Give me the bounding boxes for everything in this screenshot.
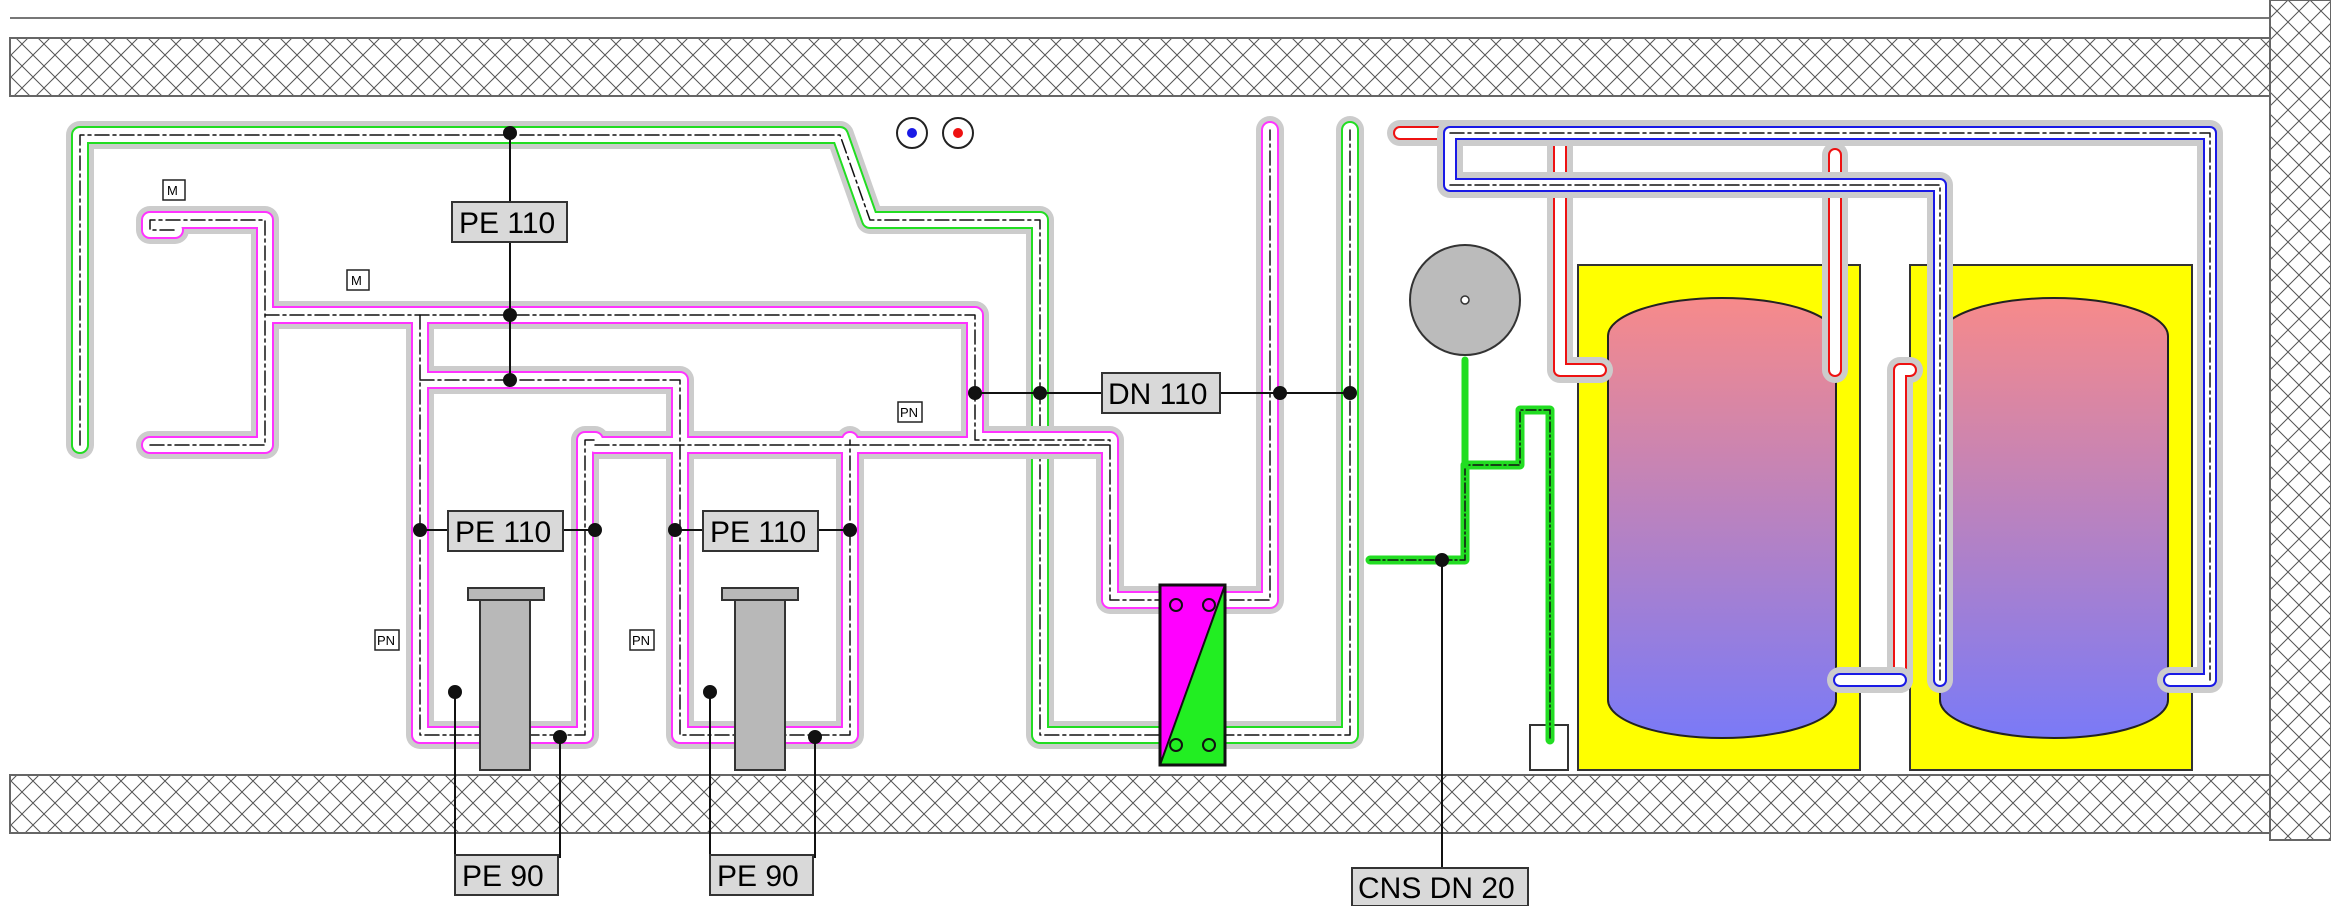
tank-left [1607,297,1837,739]
ground-loop-pipes [66,116,1555,749]
exchanger-frame [1158,583,1227,767]
floor-slab [9,774,2271,834]
cold-pipe-axis [1449,132,2211,681]
pump-right-body [734,599,786,771]
tank-right [1939,297,2169,739]
pressure-sensor-icon [374,629,400,651]
label-box-dn110 [1101,372,1221,414]
motor-tag-1: M [167,183,178,198]
right-wall [2269,0,2331,841]
label-pe110-left: PE 110 [455,516,551,549]
pump-left-body [479,599,531,771]
label-box-pe110-left [447,510,564,552]
pressure-sensor-icon [897,401,923,423]
label-dn110: DN 110 [1108,378,1208,411]
pipe-labels: PE 110 PE 110 PE 110 DN 110 PE 90 PE 90 … [447,201,1529,906]
storage-tanks [1529,264,2193,771]
leader-lines [413,126,1449,870]
pressure-sensor-icon [629,629,655,651]
label-box-pe90-left [454,854,559,896]
ground-pipe-axis [79,129,1351,736]
pipe-end-symbols [896,117,974,149]
label-box-pe110-mid [702,510,819,552]
pressure-tag-3: PN [632,633,650,648]
motor-tag-2: M [351,273,362,288]
cns-pipe-axis [1369,409,1551,741]
label-box-pe110-top [451,201,568,243]
plate-heat-exchanger [1158,583,1227,767]
ceiling-wall [9,37,2271,97]
pumps [467,587,799,771]
glycol-pipes [150,130,1270,735]
label-pe90-right: PE 90 [717,860,799,893]
label-box-pe90-right [709,854,814,896]
water-pipes [1387,120,2223,693]
label-cns-dn20: CNS DN 20 [1358,872,1515,905]
walls [9,0,2331,841]
label-pe110-top: PE 110 [459,207,555,240]
label-pe110-mid: PE 110 [710,516,806,549]
instrument-tags: M M PN PN PN [162,179,923,651]
label-box-cns-dn20 [1351,867,1529,906]
expansion-vessel [1409,244,1521,356]
cns-pipe [1365,405,1555,745]
label-pe90-left: PE 90 [462,860,544,893]
pump-right-cap [721,587,799,601]
pressure-tag-1: PN [900,405,918,420]
pressure-tag-2: PN [377,633,395,648]
pump-left-cap [467,587,545,601]
motor-valve-icon [346,269,370,291]
motor-valve-icon [162,179,186,201]
